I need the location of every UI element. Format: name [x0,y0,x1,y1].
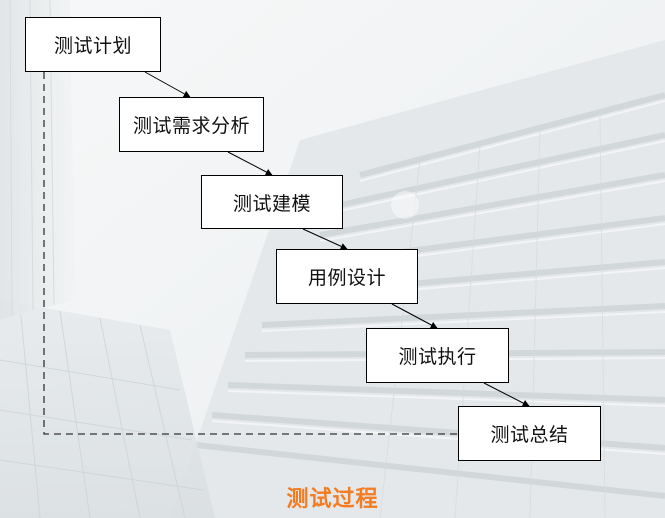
feedback-dashed-line [43,72,458,435]
arrow-modeling-to-design [302,228,348,250]
step-label: 测试计划 [53,35,132,57]
diagram-title: 测试过程 [286,487,379,512]
step-test-summary: 测试总结 [458,406,601,461]
step-test-requirements-analysis: 测试需求分析 [119,97,264,152]
arrow-execution-to-summary [483,382,530,407]
arrow-design-to-execution [391,303,438,329]
arrow-analysis-to-modeling [227,151,273,176]
step-label: 测试总结 [490,424,569,446]
step-test-modeling: 测试建模 [201,175,343,229]
arrow-plan-to-analysis [144,71,191,98]
step-label: 测试需求分析 [132,115,250,137]
step-test-planning: 测试计划 [25,17,161,72]
step-label: 测试执行 [398,346,477,368]
step-test-execution: 测试执行 [366,328,509,383]
step-label: 用例设计 [307,267,386,289]
step-label: 测试建模 [232,192,311,215]
step-test-case-design: 用例设计 [276,249,418,304]
